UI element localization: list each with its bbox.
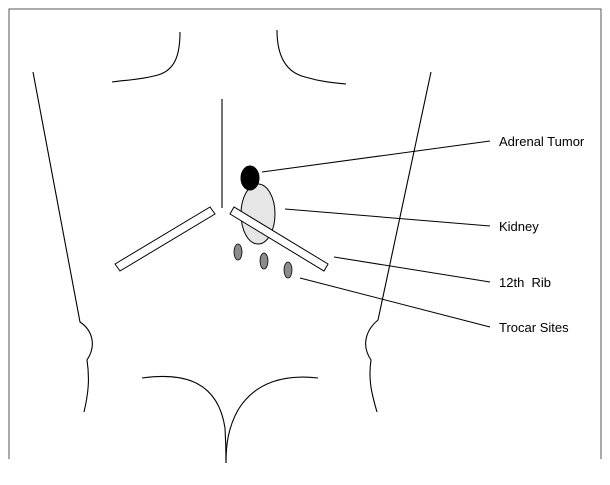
right-rib <box>230 207 328 271</box>
trocar-site <box>284 262 292 278</box>
left-shoulder-curve <box>112 32 180 82</box>
right-shoulder-curve <box>277 30 346 84</box>
label-adrenal-tumor: Adrenal Tumor <box>499 135 584 148</box>
torso-outline-left <box>33 72 92 412</box>
adrenal-tumor-shape <box>241 166 259 190</box>
leader-line-kidney <box>285 209 490 226</box>
leader-line-adrenal-tumor <box>262 141 490 172</box>
label-trocar-sites: Trocar Sites <box>499 321 569 334</box>
left-rib <box>115 207 215 271</box>
torso-outline-right <box>366 72 431 412</box>
label-12th-rib: 12th Rib <box>499 276 551 289</box>
trocar-site <box>260 253 268 269</box>
label-kidney: Kidney <box>499 220 539 233</box>
buttock-right-curve <box>226 377 318 463</box>
trocar-site <box>234 244 242 260</box>
buttock-left-curve <box>142 376 226 463</box>
leader-line-trocar-sites <box>300 278 490 327</box>
leader-line-12th-rib <box>334 257 490 282</box>
